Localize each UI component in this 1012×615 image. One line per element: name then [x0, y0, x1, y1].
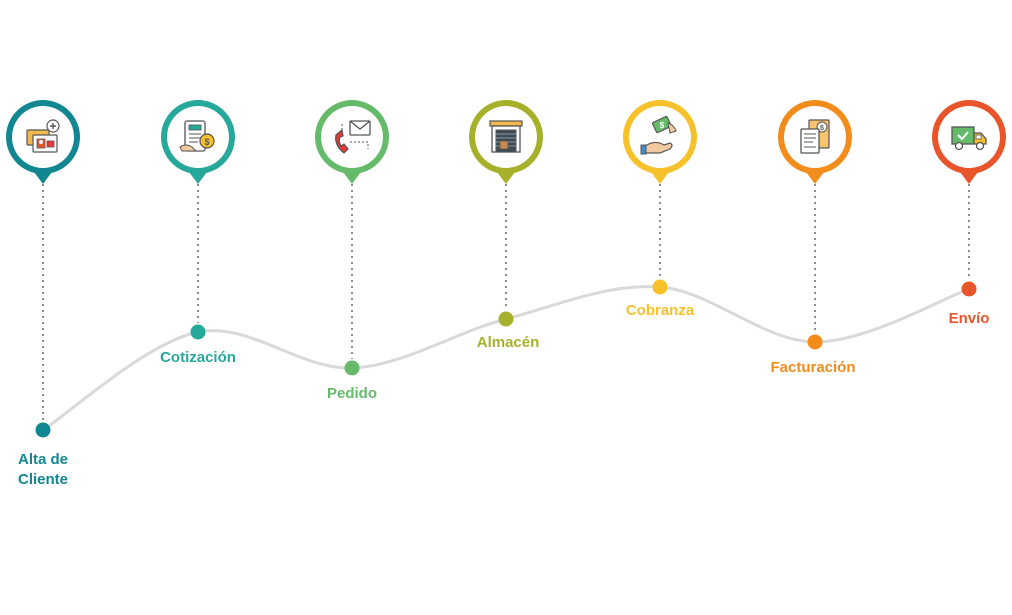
step-label: Alta de Cliente — [17, 451, 69, 488]
warehouse-icon — [489, 120, 523, 153]
timeline-step: $ — [161, 100, 235, 340]
svg-text:$: $ — [820, 125, 824, 132]
step-pin-tip — [189, 172, 207, 184]
timeline-step — [315, 100, 389, 376]
step-marker-dot — [961, 281, 977, 297]
step-marker-dot — [498, 311, 514, 327]
step-pin-tip — [960, 172, 978, 184]
step-pin-inner — [321, 106, 383, 168]
svg-text:$: $ — [660, 121, 665, 130]
timeline-step — [6, 100, 80, 438]
quote-receipt-icon: $ — [179, 120, 215, 152]
step-label: Cobranza — [625, 302, 695, 319]
step-pin-tip — [34, 172, 52, 184]
phone-order-icon — [335, 120, 371, 154]
timeline-step: $ — [623, 100, 697, 295]
step-label: Almacén — [476, 334, 540, 351]
timeline-step — [932, 100, 1006, 297]
step-label: Pedido — [326, 385, 378, 402]
step-pin-tip — [806, 172, 824, 184]
delivery-truck-icon — [951, 126, 987, 151]
step-marker-dot — [807, 334, 823, 350]
timeline-step — [469, 100, 543, 327]
step-pin-tip — [651, 172, 669, 184]
step-marker-dot — [344, 360, 360, 376]
step-label: Cotización — [160, 349, 236, 366]
step-label: Envío — [948, 310, 990, 327]
step-pin-tip — [497, 172, 515, 184]
step-marker-dot — [35, 422, 51, 438]
step-label: Facturación — [770, 359, 856, 376]
svg-text:$: $ — [204, 137, 209, 147]
step-pin-inner — [629, 106, 691, 168]
step-pin-tip — [343, 172, 361, 184]
payment-handshake-icon: $ — [640, 115, 677, 155]
customer-id-card-icon — [26, 119, 60, 153]
invoice-icon: $ — [800, 119, 830, 154]
step-marker-dot — [652, 279, 668, 295]
step-marker-dot — [190, 324, 206, 340]
timeline-step: $ — [778, 100, 852, 350]
